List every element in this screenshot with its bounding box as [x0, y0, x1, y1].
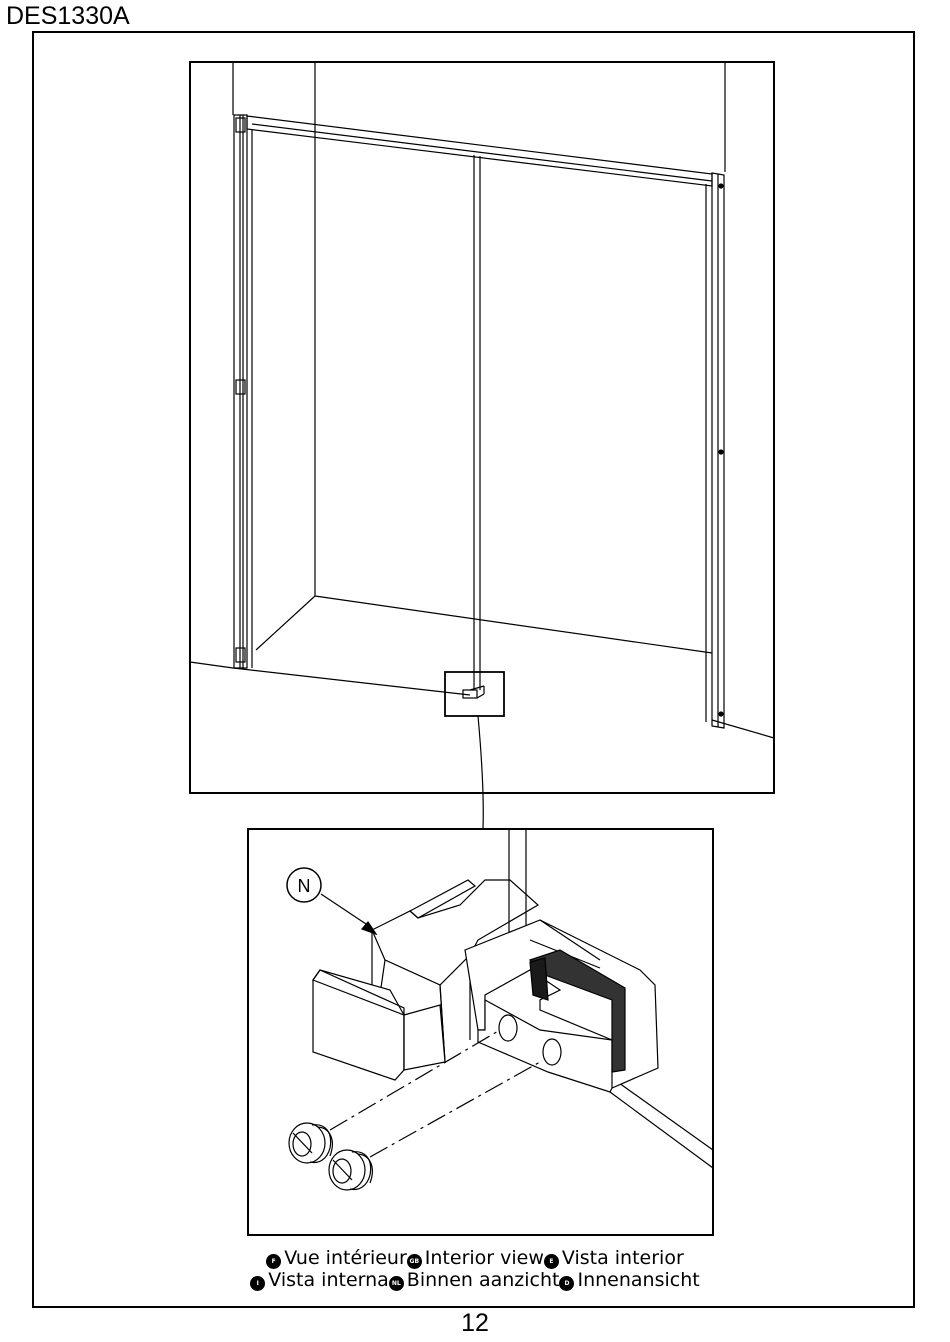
callout-label-n: N: [298, 876, 311, 896]
detail-view-panel: [247, 828, 714, 1236]
page-number: 12: [461, 1309, 489, 1337]
detail-leader-line: [477, 715, 484, 830]
caption-fr: Vue intérieur: [284, 1247, 407, 1269]
caption-es: Vista interior: [561, 1247, 684, 1269]
caption-nl: Binnen aanzicht: [406, 1269, 560, 1291]
flag-fr-icon: F: [266, 1254, 282, 1269]
flag-gb-icon: GB: [406, 1254, 422, 1269]
document-code: DES1330A: [6, 2, 130, 30]
flag-de-icon: D: [559, 1276, 575, 1291]
screw-1: [288, 1122, 333, 1164]
flag-es-icon: E: [543, 1254, 559, 1269]
caption-de: Innenansicht: [577, 1269, 700, 1291]
flag-nl-icon: NL: [388, 1276, 404, 1291]
enclosure-view-panel: [189, 61, 775, 794]
caption-gb: Interior view: [424, 1247, 544, 1269]
screw-2: [328, 1149, 373, 1191]
caption-it: Vista interna: [268, 1269, 389, 1291]
flag-it-icon: I: [250, 1276, 266, 1291]
page-frame: [32, 31, 915, 1308]
